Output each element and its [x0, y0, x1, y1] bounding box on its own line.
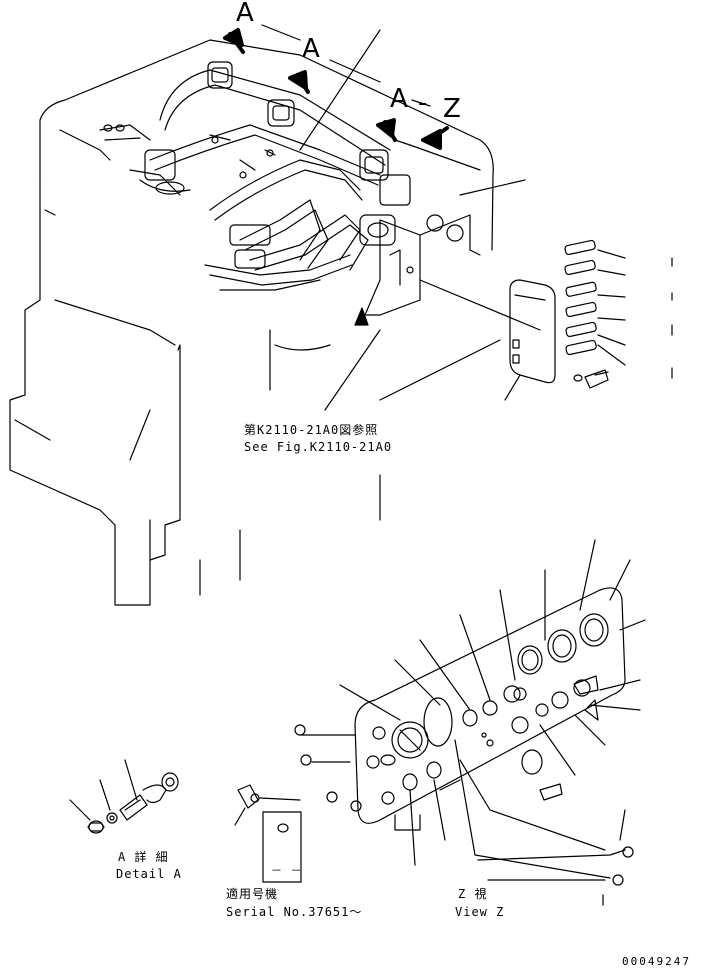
panel-leaders	[339, 539, 646, 906]
view-marker-dash: -	[418, 88, 428, 118]
bracket	[364, 139, 481, 316]
fuses	[564, 239, 673, 379]
view-arrows	[223, 28, 449, 150]
reference-label-en: See Fig.K2110-21A0	[244, 440, 393, 454]
marker-leaders	[261, 24, 541, 521]
serial-label-jp: 適用号機	[226, 887, 279, 901]
injection-lines	[99, 69, 391, 291]
drawing-number: 00049247	[622, 955, 691, 968]
view-marker-a: A	[302, 34, 320, 64]
detail-a-label-jp: A 詳 細	[118, 850, 169, 864]
view-marker-z: Z	[443, 94, 461, 124]
engine-block	[9, 39, 494, 606]
view-z-label-jp: Z 視	[458, 887, 488, 901]
view-z-label-en: View Z	[455, 905, 505, 919]
serial-label-en: Serial No.37651～	[226, 905, 363, 919]
serial-box-text: － －	[271, 864, 303, 877]
reference-arrow	[354, 307, 369, 326]
view-marker-a: A	[390, 84, 408, 114]
serial-box-part	[234, 784, 302, 883]
detail-a-label-en: Detail A	[116, 867, 182, 881]
fittings	[139, 61, 411, 269]
instrument-panel	[294, 587, 626, 824]
relay-box	[504, 279, 609, 401]
reference-label-jp: 第K2110-21A0図参照	[244, 423, 379, 437]
view-marker-a: A	[236, 0, 254, 28]
detail-a-parts	[69, 759, 179, 834]
